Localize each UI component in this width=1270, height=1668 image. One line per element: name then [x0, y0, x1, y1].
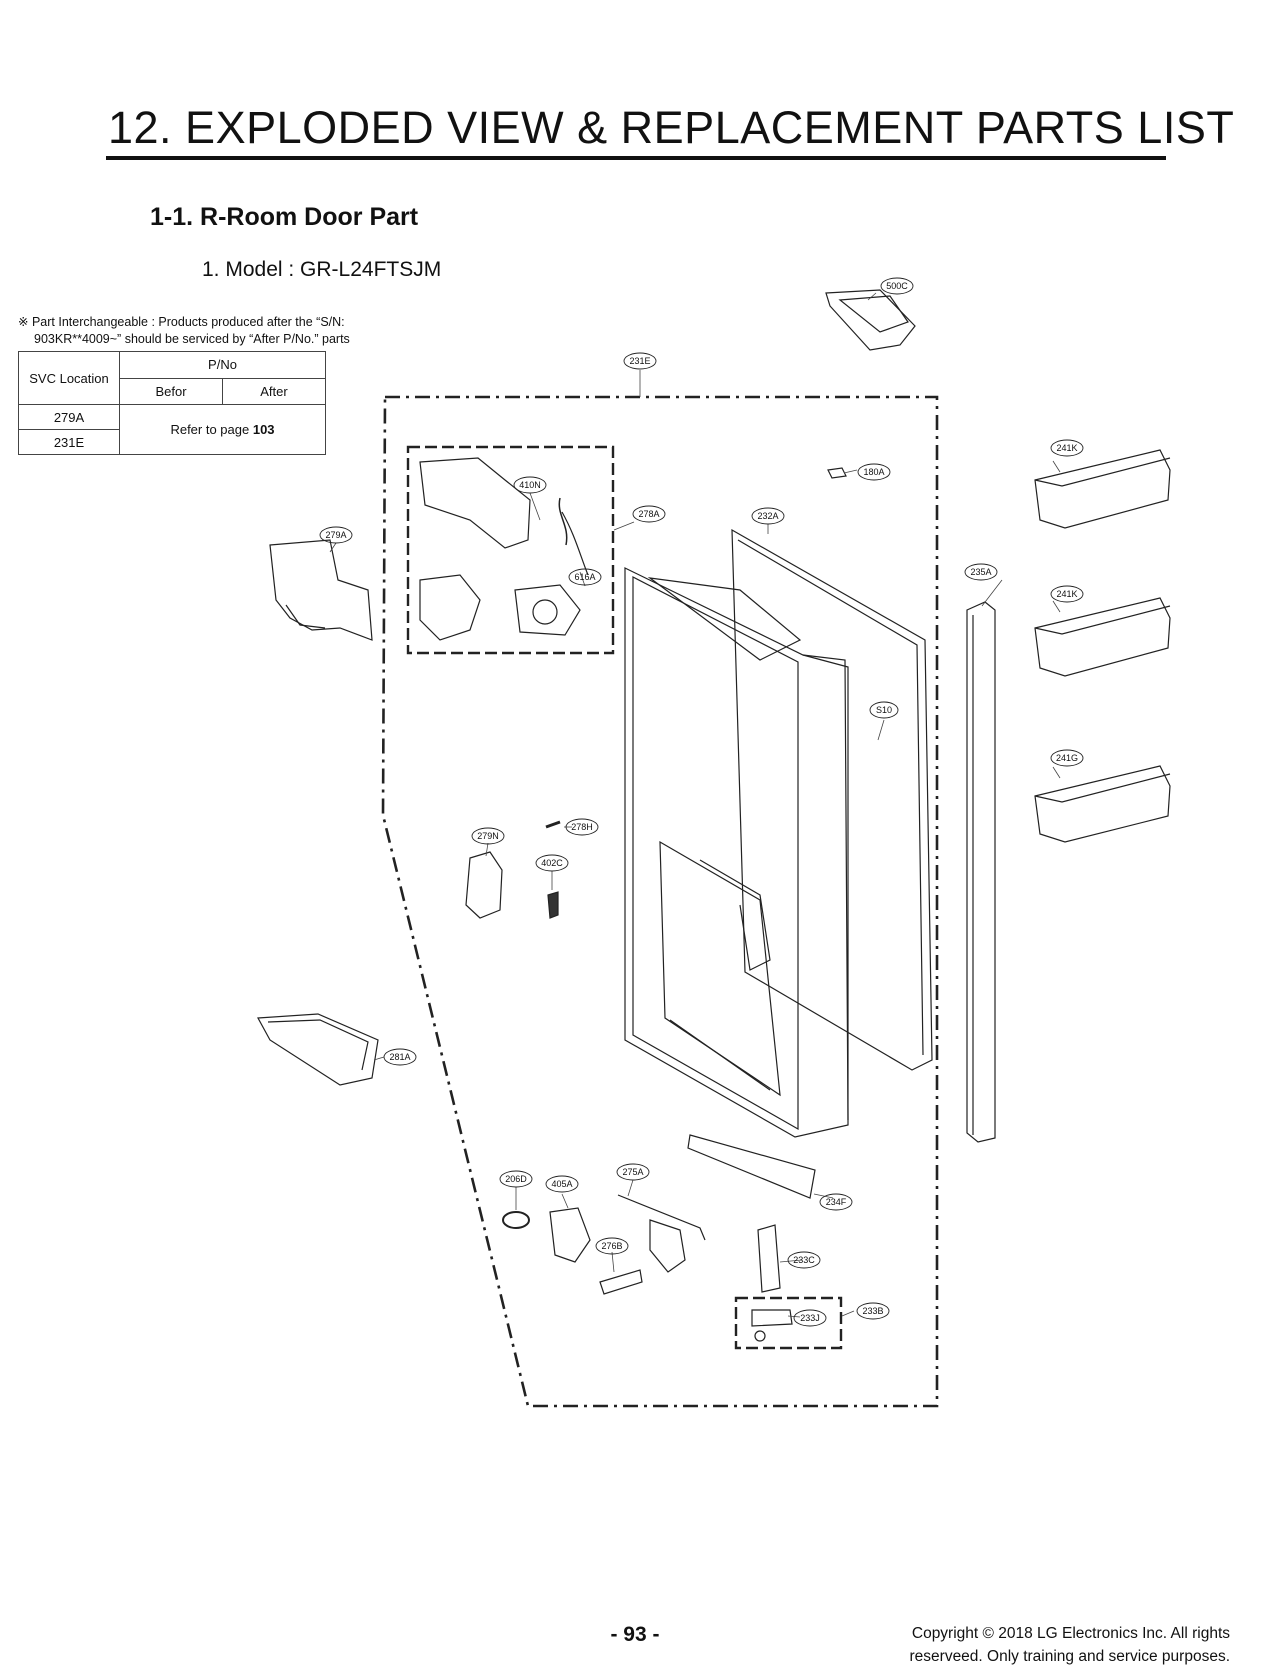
part-275A-drawing — [617, 1194, 706, 1273]
callout-label: 278H — [571, 822, 593, 832]
callout-233B: 233B — [856, 1302, 890, 1320]
callout-label: 233J — [800, 1313, 820, 1323]
callout-label: 233B — [862, 1306, 883, 1316]
svc-location-231E: 231E — [18, 429, 120, 455]
interchange-note: ※ Part Interchangeable : Products produc… — [18, 314, 350, 348]
callout-279A: 279A — [319, 526, 353, 544]
part-278A-drawing — [419, 457, 589, 641]
callout-label: 235A — [970, 567, 991, 577]
part-500C-drawing — [825, 289, 916, 351]
callout-276B: 276B — [595, 1237, 629, 1255]
callout-206D: 206D — [499, 1170, 533, 1188]
callout-281A: 281A — [383, 1048, 417, 1066]
callout-label: 500C — [886, 281, 908, 291]
part-278H-drawing — [545, 820, 561, 829]
callout-405A: 405A — [545, 1175, 579, 1193]
callout-232A: 232A — [751, 507, 785, 525]
callout-label: 279N — [477, 831, 499, 841]
callout-label: 234F — [826, 1197, 847, 1207]
callout-label: 405A — [551, 1179, 572, 1189]
assembly-boundary-231E — [381, 395, 939, 1408]
page-title: 12. EXPLODED VIEW & REPLACEMENT PARTS LI… — [108, 102, 1235, 153]
callout-410N: 410N — [513, 476, 547, 494]
callout-500C: 500C — [880, 277, 914, 295]
page-number: - 93 - — [610, 1623, 660, 1646]
part-279N-drawing — [465, 851, 503, 919]
part-279A-drawing — [269, 539, 373, 641]
callout-label: 278A — [638, 509, 659, 519]
part-281A-drawing — [257, 1013, 379, 1086]
note-line-2: 903KR**4009~” should be serviced by “Aft… — [34, 332, 350, 346]
copyright-notice: Copyright © 2018 LG Electronics Inc. All… — [910, 1622, 1231, 1668]
part-405A-drawing — [549, 1207, 591, 1263]
part-206D-drawing — [502, 1211, 530, 1229]
callout-233C: 233C — [787, 1251, 821, 1269]
callout-label: 616A — [574, 572, 595, 582]
callout-231E: 231E — [623, 352, 657, 370]
callout-label: 410N — [519, 480, 541, 490]
refer-cell: Refer to page 103 — [119, 404, 326, 455]
callout-241K-top: 241K — [1050, 439, 1084, 457]
note-line-1: ※ Part Interchangeable : Products produc… — [18, 315, 345, 329]
callout-235A: 235A — [964, 563, 998, 581]
callout-180A: 180A — [857, 463, 891, 481]
section-heading: 1-1. R-Room Door Part — [150, 203, 419, 231]
callout-label: 276B — [601, 1241, 622, 1251]
callout-label: 232A — [757, 511, 778, 521]
callout-279N: 279N — [471, 827, 505, 845]
callout-278A: 278A — [632, 505, 666, 523]
model-label: 1. Model : GR-L24FTSJM — [202, 258, 442, 281]
callout-275A: 275A — [616, 1163, 650, 1181]
part-234F-drawing — [687, 1134, 816, 1199]
part-233C-drawing — [757, 1224, 781, 1293]
callout-label: 281A — [389, 1052, 410, 1062]
refer-page: 103 — [252, 422, 275, 437]
callout-233J: 233J — [793, 1309, 827, 1327]
callout-241G: 241G — [1050, 749, 1084, 767]
callout-label: 279A — [325, 530, 346, 540]
callout-234F: 234F — [819, 1193, 853, 1211]
callout-278H: 278H — [565, 818, 599, 836]
part-180A-drawing — [827, 467, 847, 479]
part-241G-bin-bottom — [1034, 765, 1171, 843]
subassembly-box-233B — [734, 1296, 843, 1350]
part-235A-drawing — [966, 601, 996, 1143]
main-door-drawing — [624, 567, 849, 1138]
part-233J-nut — [754, 1330, 766, 1342]
part-233J-drawing — [751, 1309, 793, 1327]
part-232A-gasket-drawing — [731, 528, 933, 1071]
leader-lines — [329, 292, 1061, 1318]
part-402C-drawing — [547, 891, 559, 919]
callout-616A: 616A — [568, 568, 602, 586]
callout-402C: 402C — [535, 854, 569, 872]
callout-label: 180A — [863, 467, 884, 477]
callout-label: S10 — [876, 705, 892, 715]
part-241K-bin-middle — [1034, 597, 1171, 677]
callout-label: 241K — [1056, 443, 1077, 453]
svc-location-header: SVC Location — [18, 351, 120, 405]
title-underline — [106, 156, 1166, 160]
callout-label: 206D — [505, 1174, 527, 1184]
before-header: Befor — [119, 377, 223, 405]
svc-location-279A: 279A — [18, 404, 120, 430]
callout-label: 241G — [1056, 753, 1078, 763]
refer-text: Refer to page — [170, 422, 253, 437]
callout-S10: S10 — [869, 701, 899, 719]
subassembly-box-278A — [406, 445, 615, 655]
callout-label: 275A — [622, 1167, 643, 1177]
copyright-line-2: reserveed. Only training and service pur… — [909, 1648, 1231, 1665]
callout-label: 233C — [793, 1255, 815, 1265]
callout-label: 231E — [629, 356, 650, 366]
copyright-line-1: Copyright © 2018 LG Electronics Inc. All… — [911, 1625, 1230, 1642]
interchange-table: SVC Location P/No Befor After 279A Refer… — [18, 351, 326, 455]
part-276B-drawing — [599, 1269, 643, 1295]
callout-label: 402C — [541, 858, 563, 868]
part-241K-bin-top — [1034, 449, 1171, 529]
callout-label: 241K — [1056, 589, 1077, 599]
callout-241K-middle: 241K — [1050, 585, 1084, 603]
